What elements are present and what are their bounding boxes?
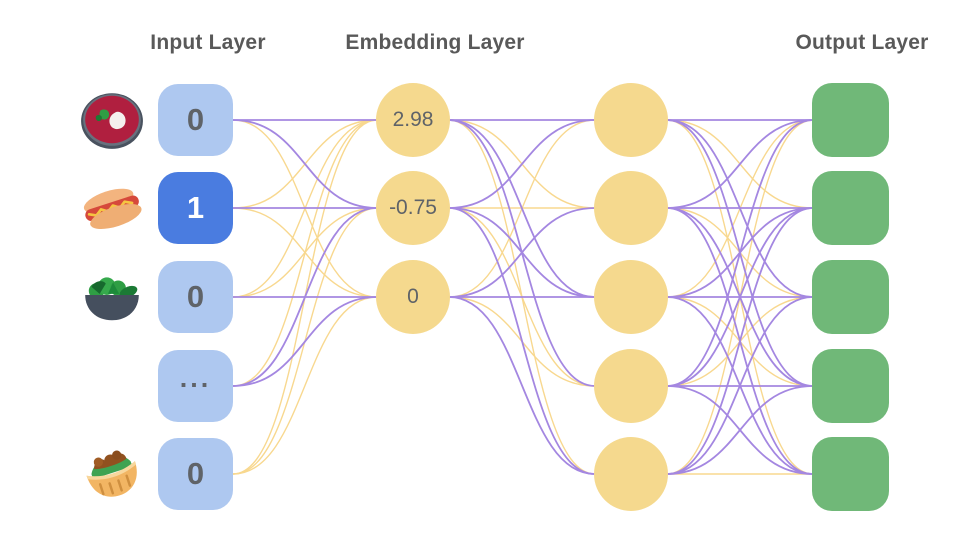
embedding-value: -0.75: [389, 196, 437, 219]
hidden-node-1: [594, 83, 668, 157]
output-node-5: [812, 437, 889, 511]
input-node-value: 1: [186, 190, 205, 225]
input-node-pita: 0: [158, 438, 233, 510]
embedding-node-3: 0: [376, 260, 450, 334]
output-node-4: [812, 349, 889, 423]
embedding-value: 0: [407, 285, 419, 308]
input-node-hotdog-active: 1: [158, 172, 233, 244]
embedding-node-2: -0.75: [376, 171, 450, 245]
soup-bowl-icon: [81, 93, 143, 149]
embedding-node-1: 2.98: [376, 83, 450, 157]
output-layer-title: Output Layer: [795, 31, 929, 54]
hidden-node-4: [594, 349, 668, 423]
input-node-value: 0: [186, 279, 205, 314]
hidden-node-3: [594, 260, 668, 334]
stuffed-pita-icon: [86, 450, 137, 497]
input-node-ellipsis: ...: [158, 350, 233, 422]
hidden-node-2: [594, 171, 668, 245]
green-salad-icon: [85, 277, 139, 321]
input-node-value: 0: [186, 456, 205, 491]
embedding-value: 2.98: [392, 108, 434, 131]
output-node-3: [812, 260, 889, 334]
output-node-2: [812, 171, 889, 245]
input-node-soup: 0: [158, 84, 233, 156]
embedding-layer-title: Embedding Layer: [345, 31, 525, 54]
input-layer-title: Input Layer: [150, 31, 266, 54]
input-node-salad: 0: [158, 261, 233, 333]
hidden-node-5: [594, 437, 668, 511]
input-node-value: ...: [179, 362, 212, 393]
hot-dog-icon: [83, 188, 142, 229]
output-node-1: [812, 83, 889, 157]
input-node-value: 0: [186, 102, 205, 137]
